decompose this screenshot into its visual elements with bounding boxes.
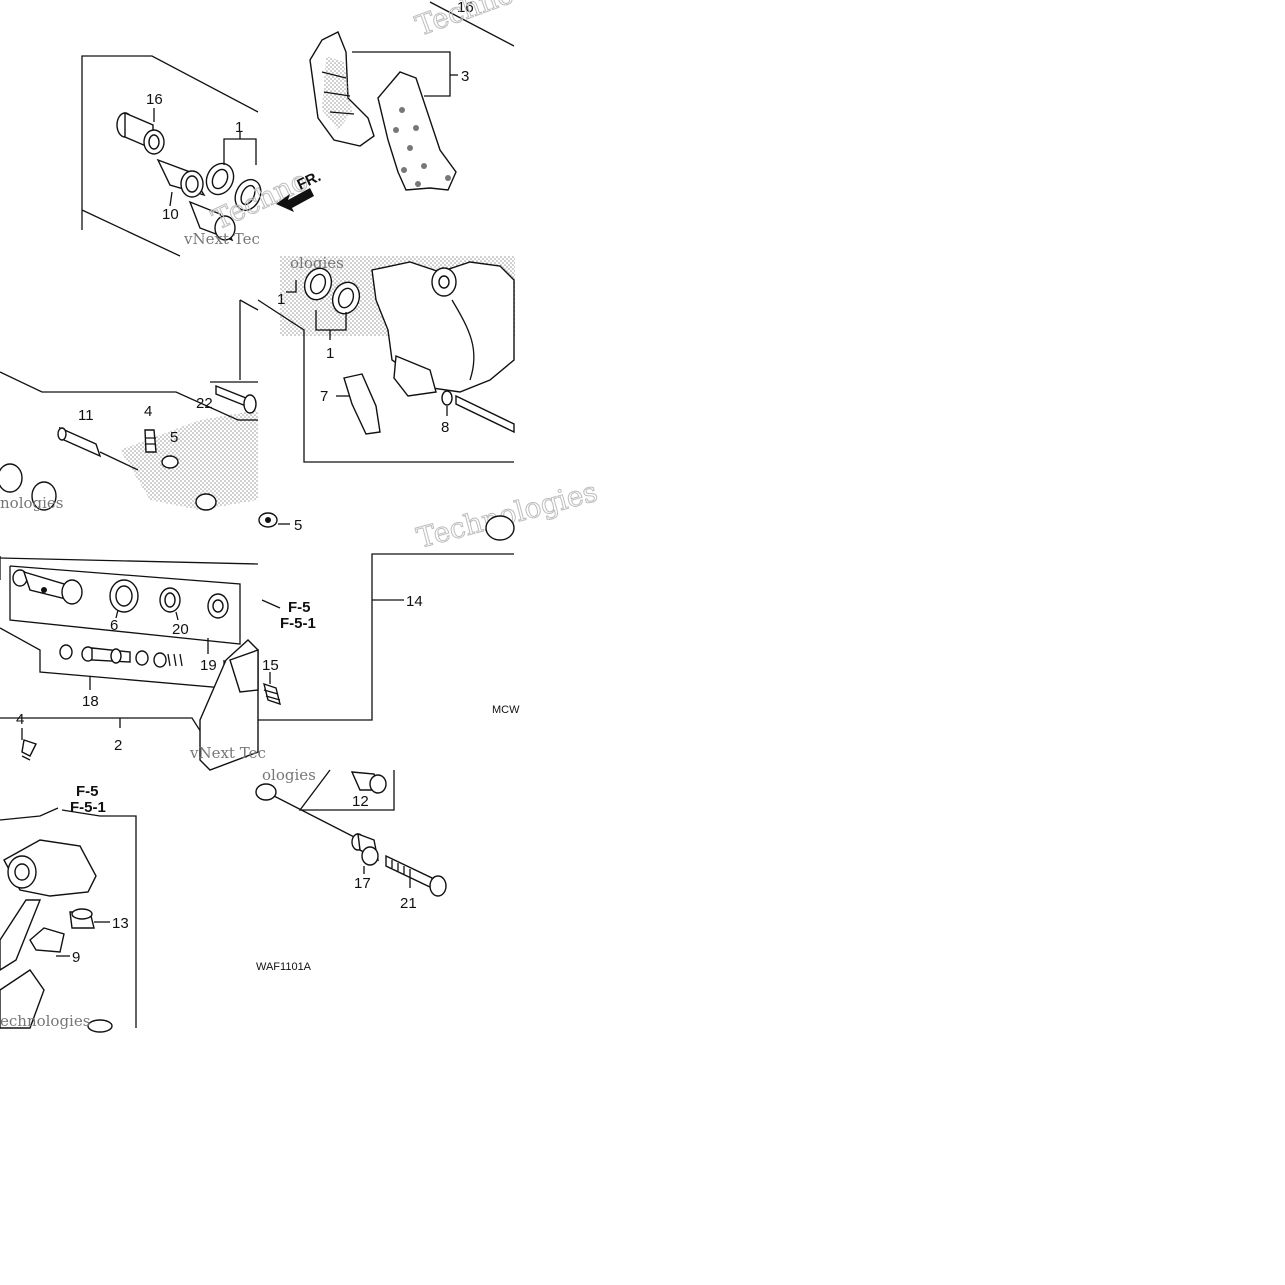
tile-top-right: 16 Techno 3 FR. <box>276 0 518 212</box>
label-1a: 1 <box>235 119 243 136</box>
label-4a: 4 <box>144 403 152 420</box>
circlip-20 <box>159 587 181 613</box>
ref-f51-top: F-5-1 <box>280 615 316 632</box>
label-12: 12 <box>352 793 369 810</box>
brake-pad-outer <box>309 31 375 147</box>
lever-pivot-6 <box>12 569 139 613</box>
label-20: 20 <box>172 621 189 638</box>
label-7: 7 <box>320 388 328 405</box>
seal-ring-1 <box>205 162 262 212</box>
piston-10b <box>188 200 236 242</box>
watermark-9: nologies <box>0 494 64 512</box>
ref-f5-top: F-5 <box>288 599 311 616</box>
plate-9 <box>29 927 65 953</box>
label-3: 3 <box>461 68 469 85</box>
label-1c: 1 <box>326 345 334 362</box>
piston-10 <box>156 158 206 198</box>
label-19: 19 <box>200 657 217 674</box>
label-16b: 16 <box>457 0 474 16</box>
label-5a: 5 <box>170 429 178 446</box>
watermark-2: Techno <box>411 0 518 43</box>
pin-bolt <box>455 394 515 434</box>
bolt-15 <box>263 682 281 706</box>
watermark-8: Technologies <box>413 475 601 555</box>
label-4b: 4 <box>16 711 24 728</box>
watermark-7: echnologies <box>0 1012 90 1030</box>
cap-5b <box>258 512 278 528</box>
partial-code: MCW <box>492 704 520 716</box>
cap-5a <box>161 455 179 469</box>
master-cylinder-body <box>0 839 97 1029</box>
label-10: 10 <box>162 206 179 223</box>
cap-12 <box>350 771 387 794</box>
label-22: 22 <box>196 395 213 412</box>
brake-pad-inner <box>377 71 457 191</box>
seal-ring-pair <box>303 267 361 315</box>
label-2: 2 <box>114 737 122 754</box>
label-5b: 5 <box>294 517 302 534</box>
watermark-3: vNext Tec <box>183 230 260 248</box>
pin-11 <box>57 426 139 471</box>
ref-f5-bottom: F-5 <box>76 783 99 800</box>
pad-spring-7 <box>343 373 381 435</box>
tile-lower-middle: 5 Technologies 14 F-5 F-5-1 15 MCW <box>258 474 601 721</box>
watermark-6: ologies <box>262 766 316 784</box>
label-14: 14 <box>406 593 423 610</box>
watermark-5: ologies <box>290 254 344 272</box>
tile-bottom-middle: ologies 12 17 21 WAF1101A <box>255 766 447 973</box>
label-8: 8 <box>441 419 449 436</box>
label-16a: 16 <box>146 91 163 108</box>
tile-top-left: 16 1 10 vNext Tec Techno <box>81 55 314 257</box>
tile-middle-left: 22 11 4 5 nologies <box>0 299 259 512</box>
label-21: 21 <box>400 895 417 912</box>
label-1b: 1 <box>277 291 285 308</box>
tile-lower-left: 6 20 19 18 2 4 <box>0 556 266 771</box>
bleeder-4a <box>144 429 157 453</box>
diagram-code: WAF1101A <box>256 961 312 973</box>
washer-8 <box>441 390 453 406</box>
bolt-21 <box>385 854 447 897</box>
ref-f51-bottom: F-5-1 <box>70 799 106 816</box>
label-15: 15 <box>262 657 279 674</box>
collar-17 <box>351 832 379 866</box>
label-18: 18 <box>82 693 99 710</box>
collar-16 <box>116 111 165 155</box>
label-9: 9 <box>72 949 80 966</box>
bleeder-4b <box>21 739 37 761</box>
label-13: 13 <box>112 915 129 932</box>
tile-bottom-left: F-5 F-5-1 13 9 echnologies <box>0 783 137 1033</box>
label-6: 6 <box>110 617 118 634</box>
caliper-body <box>371 261 515 397</box>
label-17: 17 <box>354 875 371 892</box>
watermark-4: vNext Tec <box>189 744 266 762</box>
label-11: 11 <box>78 407 94 424</box>
bolt-22 <box>215 384 257 414</box>
piston-set-18 <box>59 644 183 668</box>
reservoir-cap-13 <box>69 908 95 929</box>
tile-middle-right: ologies 1 1 7 8 <box>257 254 515 463</box>
boot-19 <box>207 593 229 619</box>
